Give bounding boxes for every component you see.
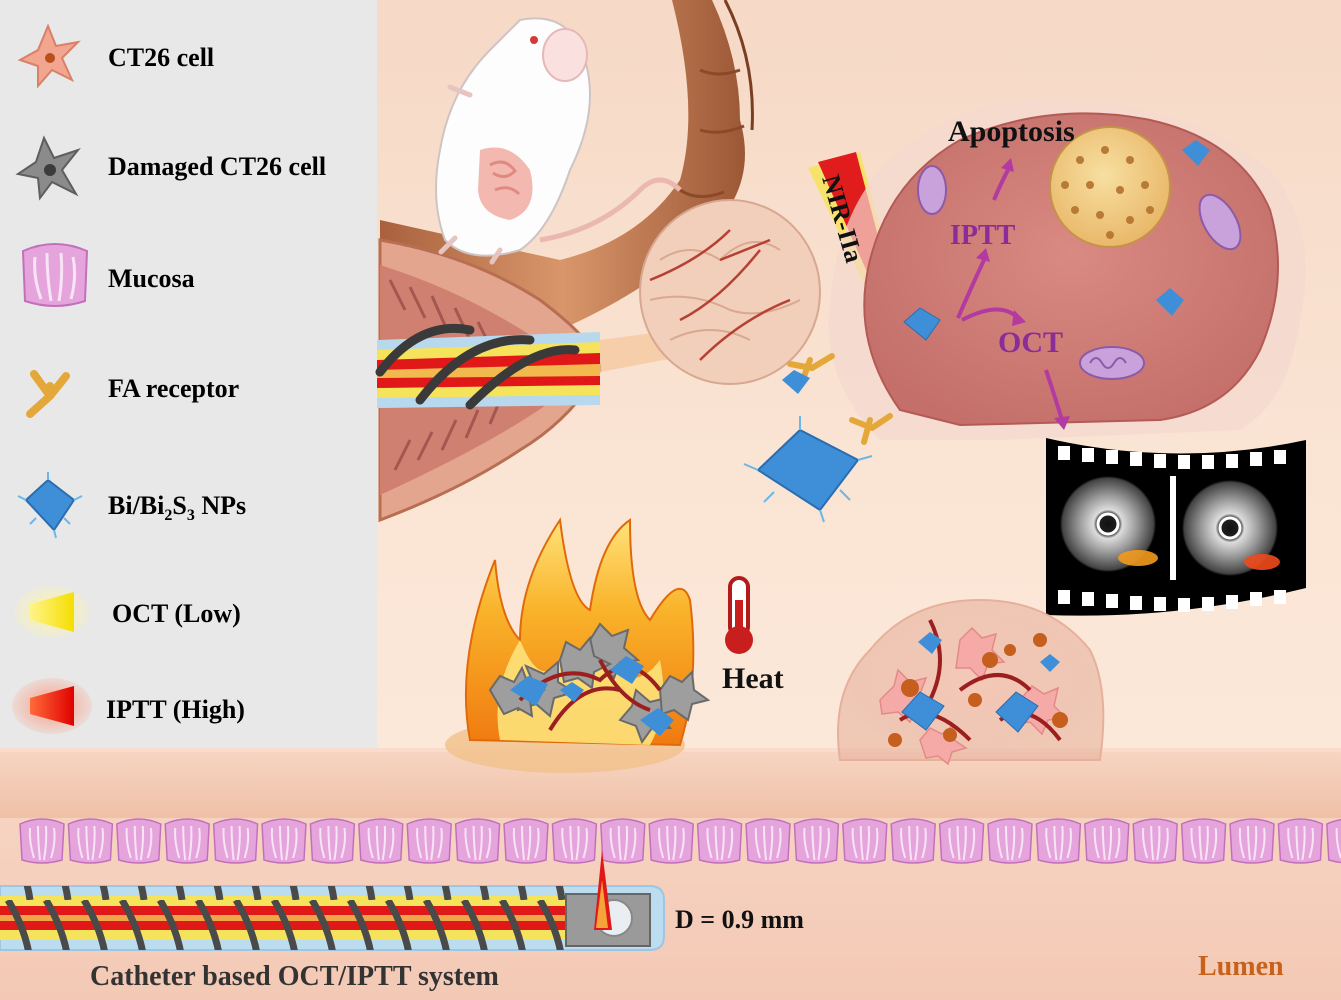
mucosa-fold [358, 818, 404, 864]
mucosa-fold [164, 818, 210, 864]
np-text-c: NPs [195, 491, 246, 520]
oct-label: OCT [998, 326, 1063, 359]
apoptosis-label: Apoptosis [948, 115, 1075, 148]
mucosa-fold [212, 818, 259, 864]
legend-label-ct26: CT26 cell [108, 43, 214, 72]
legend-label-damaged: Damaged CT26 cell [108, 152, 326, 181]
colon-tumor [639, 199, 821, 385]
bottom-catheter [0, 850, 665, 951]
mucosa-fold [890, 818, 936, 864]
colon-catheter [375, 323, 690, 410]
mucosa-fold [309, 818, 356, 864]
mucosa-fold [1180, 818, 1227, 864]
heat-label: Heat [722, 662, 784, 695]
mucosa-fold [938, 818, 985, 864]
mucosa-fold [600, 818, 646, 864]
mouse-illustration [435, 17, 682, 265]
mucosa-fold [793, 818, 840, 864]
mucosa-fold [842, 818, 888, 864]
mucosa-fold [261, 818, 307, 864]
mucosa-fold [1277, 818, 1324, 864]
thermometer-icon [725, 576, 753, 654]
mucosa-fold [648, 818, 694, 864]
iptt-high-icon [12, 678, 92, 734]
mucosa-fold [551, 818, 598, 864]
nanoparticle-icon [17, 472, 83, 539]
tissue-layer [0, 748, 1341, 820]
mucosa-fold [745, 818, 791, 864]
oct-low-icon [14, 586, 90, 638]
np-text-sub2: 3 [187, 507, 195, 524]
mucosa-fold [1229, 818, 1275, 864]
legend-label-iptt-high: IPTT (High) [106, 695, 245, 724]
catheter-caption: Catheter based OCT/IPTT system [90, 961, 499, 992]
ct26-cell-icon [17, 23, 81, 89]
cancer-cell [828, 98, 1306, 441]
tumor-with-nanoparticles [837, 598, 1105, 766]
damaged-cell-icon [15, 135, 81, 201]
mucosa-fold [19, 818, 65, 864]
mucosa-icon [21, 243, 89, 307]
legend-label-oct-low: OCT (Low) [112, 599, 241, 628]
mucosa-fold [1326, 818, 1341, 864]
mucosa-fold [116, 818, 162, 864]
np-text-a: Bi/Bi [108, 491, 164, 520]
legend-label-fa: FA receptor [108, 374, 239, 403]
lumen-label: Lumen [1198, 951, 1284, 982]
oct-film-strip [1046, 438, 1306, 616]
mucosa-fold [1035, 818, 1082, 864]
mucosa-fold [696, 818, 743, 864]
burning-tumor [445, 517, 711, 773]
np-text-sub1: 2 [164, 507, 172, 524]
mucosa-row [19, 818, 1341, 864]
fa-receptor-icon [26, 370, 70, 418]
np-text-b: S [172, 491, 186, 520]
floating-nanoparticles [743, 353, 893, 523]
legend-label-nps: Bi/Bi2S3 NPs [108, 491, 246, 524]
mucosa-fold [67, 818, 114, 864]
mucosa-fold [406, 818, 452, 864]
diameter-label: D = 0.9 mm [675, 905, 804, 934]
mucosa-fold [454, 818, 501, 864]
mucosa-fold [503, 818, 549, 864]
mucosa-fold [1084, 818, 1130, 864]
legend-label-mucosa: Mucosa [108, 264, 195, 293]
iptt-label: IPTT [950, 220, 1016, 251]
mucosa-fold [987, 818, 1033, 864]
mucosa-fold [1132, 818, 1178, 864]
